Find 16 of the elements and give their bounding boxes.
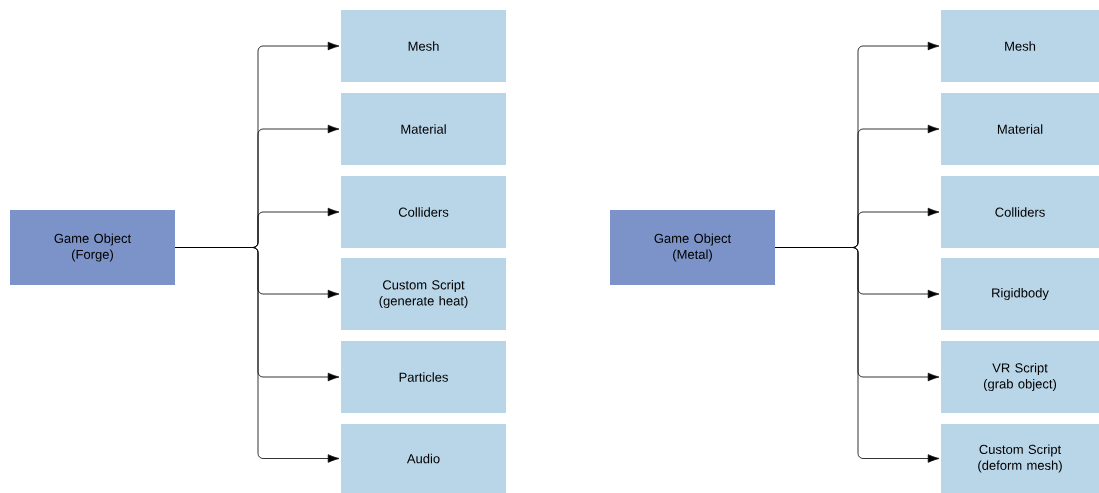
component-box: Mesh — [341, 10, 506, 82]
object-box: Game Object (Forge) — [10, 210, 175, 285]
component-box: Mesh — [941, 10, 1099, 82]
component-box: Material — [341, 93, 506, 165]
component-box: Material — [941, 93, 1099, 165]
object-box: Game Object (Metal) — [610, 210, 775, 285]
component-box: Audio — [341, 424, 506, 493]
component-box: VR Script (grab object) — [941, 341, 1099, 413]
component-box: Custom Script (deform mesh) — [941, 424, 1099, 493]
component-box: Colliders — [341, 176, 506, 248]
component-box: Rigidbody — [941, 258, 1099, 330]
component-box: Colliders — [941, 176, 1099, 248]
arrow — [174, 247, 340, 463]
arrow — [774, 247, 940, 463]
component-box: Particles — [341, 341, 506, 413]
component-box: Custom Script (generate heat) — [341, 258, 506, 330]
